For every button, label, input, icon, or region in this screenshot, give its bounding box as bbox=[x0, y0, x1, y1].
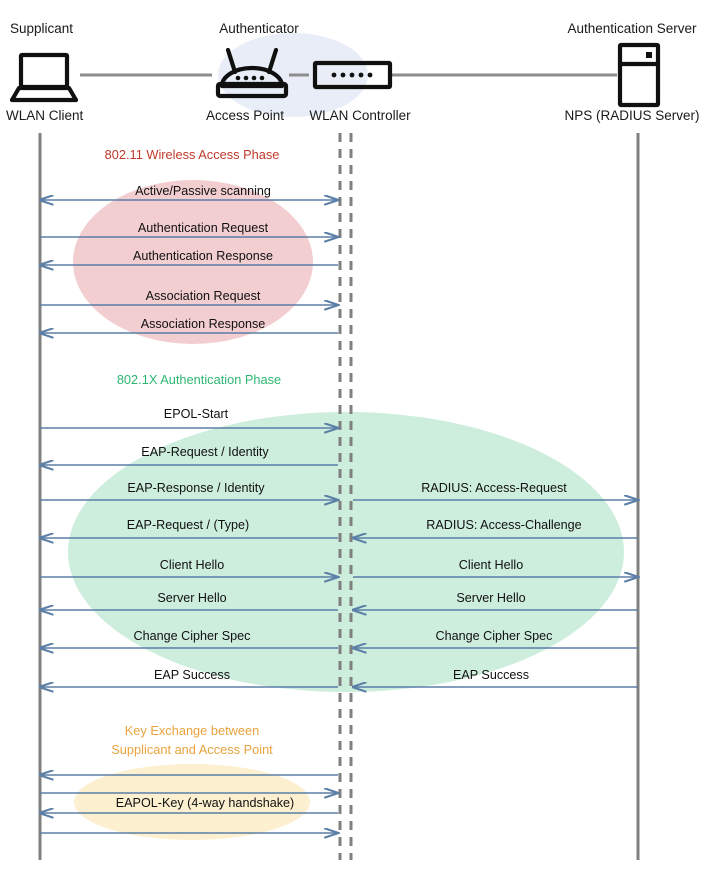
message-label: EPOL-Start bbox=[164, 407, 229, 421]
message-label: Client Hello bbox=[459, 558, 523, 572]
message-label: Client Hello bbox=[160, 558, 224, 572]
message-group-phase2-left: EPOL-Start EAP-Request / Identity EAP-Re… bbox=[40, 407, 338, 687]
phase-ellipse-802-1x bbox=[68, 412, 624, 692]
server-icon bbox=[617, 42, 661, 108]
message-label: Change Cipher Spec bbox=[436, 629, 553, 643]
phase-label-802-11: 802.11 Wireless Access Phase bbox=[105, 147, 280, 162]
message-label: Association Response bbox=[141, 317, 266, 331]
actor-role-supplicant: Supplicant bbox=[10, 21, 73, 36]
message-label: Active/Passive scanning bbox=[135, 184, 271, 198]
message-label: Authentication Response bbox=[133, 249, 273, 263]
phase-label-802-1x: 802.1X Authentication Phase bbox=[117, 372, 281, 387]
message-group-phase2-right: RADIUS: Access-Request RADIUS: Access-Ch… bbox=[353, 481, 638, 687]
message-label: RADIUS: Access-Request bbox=[421, 481, 567, 495]
message-label: Association Request bbox=[146, 289, 261, 303]
phase-ellipse-802-11 bbox=[73, 180, 313, 344]
access-point-icon bbox=[215, 47, 289, 99]
message-group-phase1: Active/Passive scanning Authentication R… bbox=[40, 184, 338, 333]
actor-device-wlan-client: WLAN Client bbox=[6, 108, 84, 123]
message-label: EAP Success bbox=[453, 668, 529, 682]
message-label: EAPOL-Key (4-way handshake) bbox=[116, 796, 295, 810]
message-label: Server Hello bbox=[456, 591, 525, 605]
actor-role-authenticator: Authenticator bbox=[219, 21, 299, 36]
message-label: EAP-Request / Identity bbox=[141, 445, 269, 459]
message-group-phase3: EAPOL-Key (4-way handshake) bbox=[40, 775, 338, 833]
wlan-controller-icon bbox=[312, 60, 393, 90]
actor-device-access-point: Access Point bbox=[206, 108, 284, 123]
message-label: EAP Success bbox=[154, 668, 230, 682]
message-label: Change Cipher Spec bbox=[134, 629, 251, 643]
phase-label-key-exchange-line2: Supplicant and Access Point bbox=[111, 742, 273, 757]
actor-device-nps: NPS (RADIUS Server) bbox=[564, 108, 699, 123]
laptop-icon bbox=[9, 52, 79, 103]
message-label: Authentication Request bbox=[138, 221, 269, 235]
message-label: RADIUS: Access-Challenge bbox=[426, 518, 581, 532]
actor-device-wlan-controller: WLAN Controller bbox=[309, 108, 411, 123]
message-label: EAP-Response / Identity bbox=[127, 481, 265, 495]
phase-label-key-exchange-line1: Key Exchange between bbox=[125, 723, 259, 738]
phase-ellipse-key-exchange bbox=[74, 764, 310, 840]
actor-role-auth-server: Authentication Server bbox=[567, 21, 697, 36]
message-label: Server Hello bbox=[157, 591, 226, 605]
message-label: EAP-Request / (Type) bbox=[127, 518, 250, 532]
